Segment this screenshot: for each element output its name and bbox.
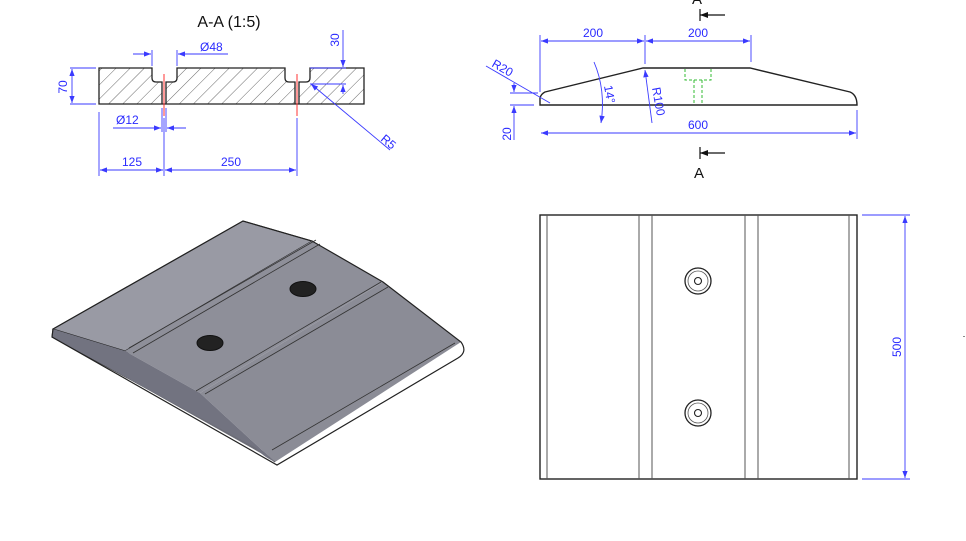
- dim-edge-height: 20: [500, 127, 514, 141]
- dim-height: 70: [56, 80, 70, 94]
- section-view: A-A (1:5) 70 Ø48 30 R5 Ø12: [56, 14, 399, 176]
- iso-right-ramp: [200, 282, 461, 462]
- dim-hole-spacing: 250: [221, 155, 241, 169]
- section-label-top: A: [692, 0, 702, 8]
- dim-edge-to-hole: 125: [122, 155, 142, 169]
- dim-hole-dia: Ø12: [116, 113, 139, 127]
- top-hole-2: [684, 399, 712, 427]
- iso-top-flat: [125, 241, 383, 393]
- section-title: A-A (1:5): [197, 14, 260, 31]
- top-view: 500: [539, 214, 965, 480]
- dim-width: 500: [890, 337, 904, 357]
- dim-fillet: R5: [378, 132, 399, 153]
- side-view: A A 200 200 R20 14° R100 20 600: [485, 0, 858, 182]
- dim-ramp-angle: 14°: [601, 84, 618, 104]
- iso-hole-2: [196, 335, 224, 351]
- isometric-view: [51, 220, 465, 466]
- hidden-hole: [684, 69, 712, 105]
- dim-total-length: 600: [688, 118, 708, 132]
- side-profile: [539, 67, 858, 106]
- dim-edge-radius: R20: [490, 56, 516, 79]
- dim-ramp-length: 200: [583, 26, 603, 40]
- top-hole-1: [684, 267, 712, 295]
- dim-counterbore-dia: Ø48: [200, 40, 223, 54]
- iso-hole-1: [289, 281, 317, 297]
- dim-counterbore-depth: 30: [328, 33, 342, 47]
- dim-top-length: 200: [688, 26, 708, 40]
- section-body: [98, 67, 365, 105]
- top-outline: [539, 214, 858, 480]
- section-label-bottom: A: [694, 165, 704, 182]
- dim-top-radius: R100: [649, 86, 668, 117]
